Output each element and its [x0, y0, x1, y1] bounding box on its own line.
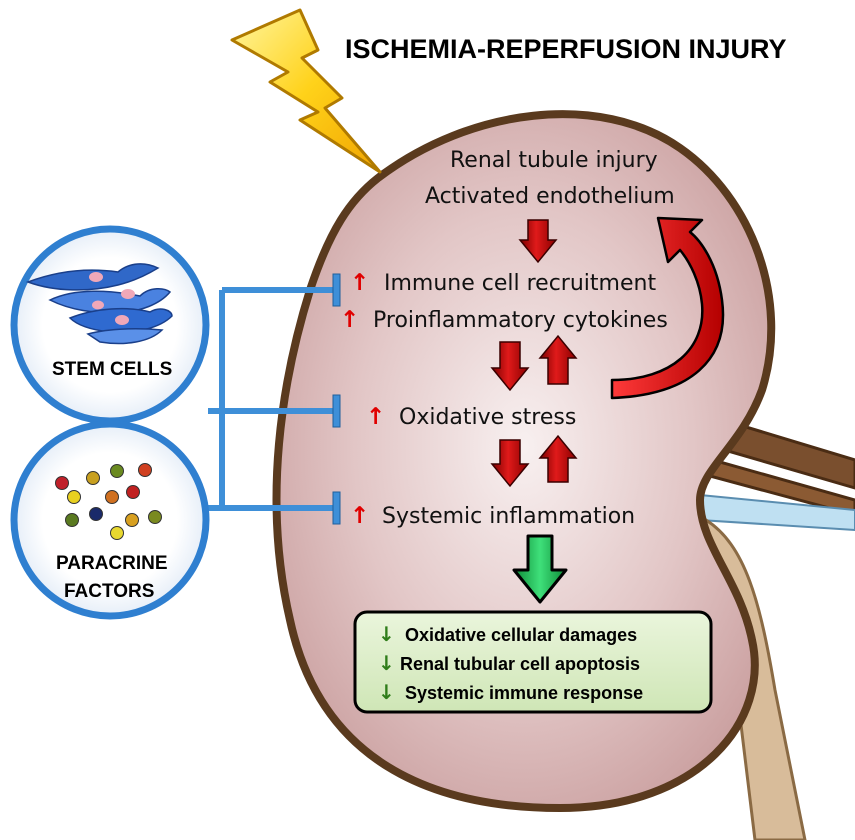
outcome-box: ↓ Oxidative cellular damages ↓ Renal tub…	[353, 610, 713, 714]
step-systemic-inflammation: Systemic inflammation	[382, 504, 635, 529]
arrow-down-3	[490, 439, 530, 488]
arrow-down-2	[490, 341, 530, 392]
inhibition-bars	[332, 273, 341, 525]
outcome-item: Oxidative cellular damages	[405, 625, 637, 645]
stem-cells-icon	[25, 263, 173, 345]
paracrine-beads-icon	[55, 463, 162, 540]
paracrine-factors-circle: PARACRINE FACTORS	[10, 420, 210, 620]
diagram-title: ISCHEMIA-REPERFUSION INJURY	[345, 34, 787, 64]
injury-line-2: Activated endothelium	[425, 184, 675, 209]
feedback-curved-arrow	[610, 216, 725, 400]
step-proinflammatory-cytokines: Proinflammatory cytokines	[373, 308, 668, 333]
arrow-down-1	[518, 219, 558, 264]
stem-cells-circle: STEM CELLS	[10, 225, 210, 425]
up-icon: ↑	[350, 270, 369, 296]
outcome-item: Renal tubular cell apoptosis	[400, 654, 640, 674]
inhibition-connectors	[208, 287, 335, 511]
paracrine-label-line-1: PARACRINE	[56, 553, 168, 574]
paracrine-label-line-2: FACTORS	[64, 581, 154, 602]
up-icon: ↑	[350, 503, 369, 529]
arrow-down-green	[512, 534, 568, 604]
lightning-bolt-icon	[230, 8, 382, 174]
down-icon: ↓	[378, 622, 395, 646]
step-immune-recruitment: Immune cell recruitment	[384, 271, 656, 296]
down-icon: ↓	[378, 651, 395, 675]
up-icon: ↑	[340, 307, 359, 333]
outcome-item: Systemic immune response	[405, 683, 643, 703]
injury-line-1: Renal tubule injury	[450, 148, 658, 173]
arrow-up-1	[538, 334, 578, 385]
arrow-up-2	[538, 434, 578, 483]
down-icon: ↓	[378, 680, 395, 704]
step-oxidative-stress: Oxidative stress	[399, 405, 576, 430]
up-icon: ↑	[366, 404, 385, 430]
stem-cells-label: STEM CELLS	[52, 359, 172, 380]
